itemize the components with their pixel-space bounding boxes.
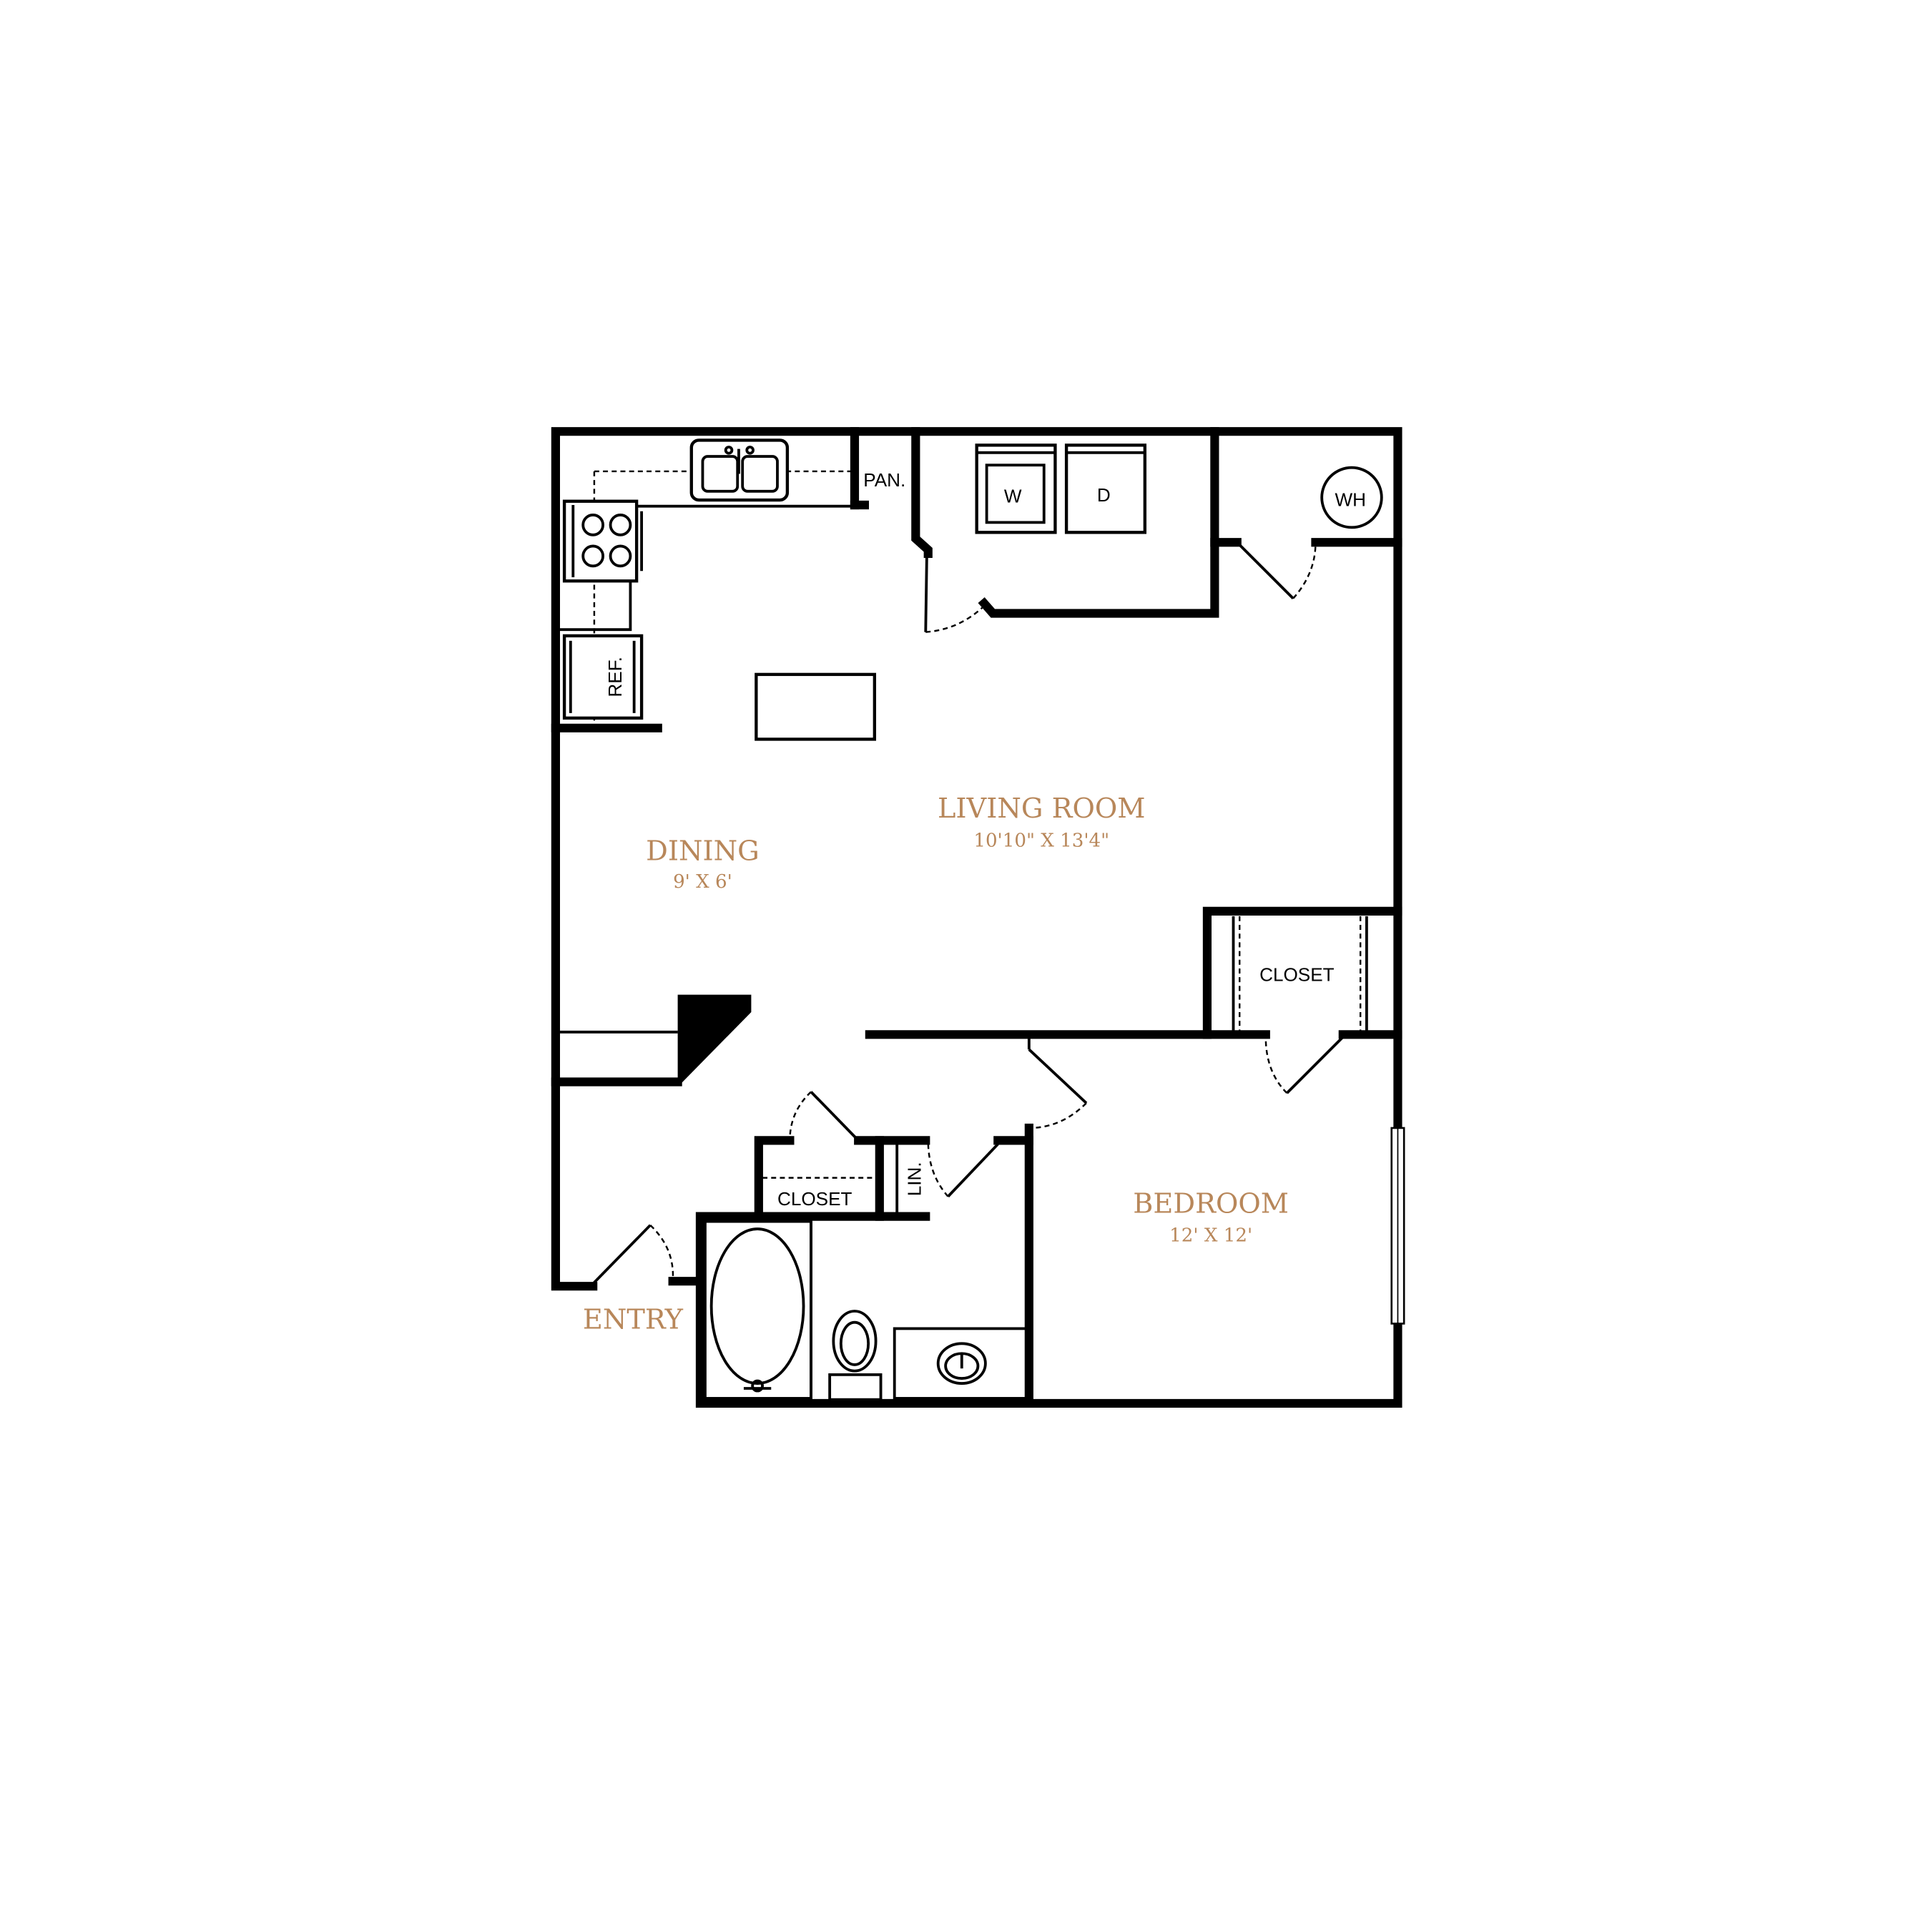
water-heater-icon: WH: [1320, 466, 1383, 529]
water-heater-label: WH: [1335, 489, 1367, 511]
kitchen-island: [755, 672, 877, 741]
pantry-label: PAN.: [863, 469, 905, 491]
bathroom: [704, 1220, 1031, 1401]
bedroom-closet-label: CLOSET: [1259, 963, 1335, 985]
dryer-icon: D: [1064, 443, 1147, 534]
wall-corner: [677, 994, 752, 1084]
range-icon: [562, 499, 644, 583]
bedroom-size: 12' X 12': [1169, 1225, 1252, 1246]
refrigerator-icon: REF.: [562, 634, 644, 720]
bathtub-icon: [704, 1220, 812, 1400]
hall-closet-label: CLOSET: [777, 1188, 853, 1210]
window: [1390, 1127, 1405, 1325]
ref-label: REF.: [604, 657, 626, 697]
entry-label: ENTRY: [583, 1303, 684, 1335]
dining-label: DINING: [646, 835, 760, 867]
living-room-label: LIVING ROOM: [938, 793, 1146, 825]
dryer-label: D: [1097, 484, 1111, 506]
linen-label: LIN.: [903, 1162, 925, 1196]
kitchen: REF. PAN.: [555, 438, 905, 741]
vanity-sink-icon: [893, 1327, 1031, 1400]
dining-size: 9' X 6': [673, 871, 732, 893]
toilet-icon: [828, 1310, 883, 1401]
washer-label: W: [1004, 486, 1022, 507]
bedroom-label: BEDROOM: [1133, 1187, 1289, 1220]
washer-icon: W: [975, 443, 1057, 534]
living-room-size: 10'10" X 13'4": [973, 830, 1109, 851]
doors: [591, 542, 1368, 1285]
sink-icon: [689, 438, 790, 502]
laundry: W D WH: [975, 443, 1383, 534]
